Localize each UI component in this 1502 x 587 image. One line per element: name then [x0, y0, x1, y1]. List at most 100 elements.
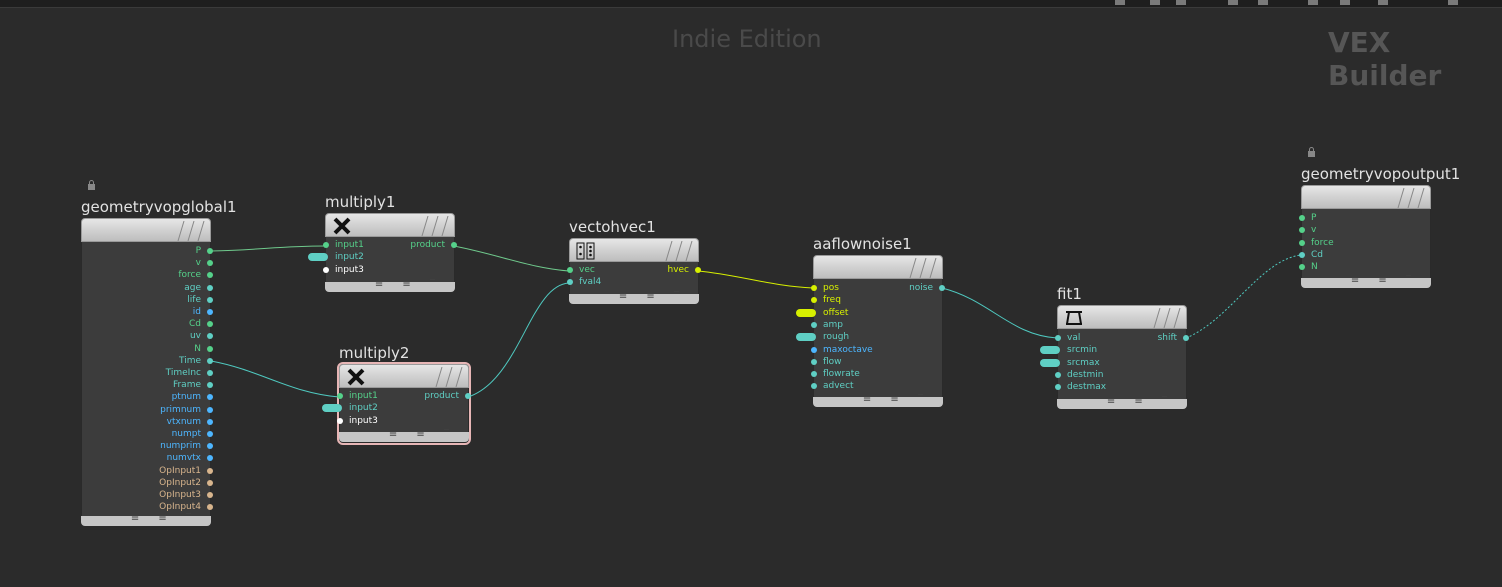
port-connector-dot[interactable] — [811, 346, 817, 353]
port-connector-dot[interactable] — [1299, 227, 1305, 234]
node-name[interactable]: multiply2 — [339, 344, 410, 362]
input-port[interactable]: input1 — [337, 390, 378, 402]
port-connector-dot[interactable] — [207, 479, 213, 486]
port-connector-dot[interactable] — [1299, 264, 1305, 271]
footer-menu-icons[interactable]: ≡ ≡ ‾ — [388, 429, 457, 440]
node-footer[interactable]: ≡ ≡ ‾ — [813, 394, 943, 407]
output-port[interactable]: ptnum — [172, 391, 213, 403]
port-connector-dot[interactable] — [337, 393, 343, 399]
port-connector-dot[interactable] — [207, 260, 213, 267]
node-footer[interactable]: ≡ ≡ ‾ — [1301, 275, 1431, 288]
output-port[interactable]: id — [193, 306, 213, 318]
port-connector-dot[interactable] — [207, 370, 213, 376]
port-connector-dot[interactable] — [1299, 251, 1305, 258]
port-connector-dot[interactable] — [939, 285, 945, 291]
input-port[interactable]: vec — [567, 264, 595, 276]
output-port[interactable]: OpInput3 — [159, 489, 213, 501]
node-footer[interactable]: ≡ ≡ ‾ — [339, 429, 469, 442]
toolbar-icon[interactable] — [1378, 0, 1388, 5]
node-name[interactable]: fit1 — [1057, 285, 1082, 303]
toolbar-icon[interactable] — [1308, 0, 1318, 5]
input-port[interactable]: input3 — [337, 415, 378, 427]
input-port[interactable]: N — [1299, 261, 1318, 273]
output-port[interactable]: Time — [179, 355, 213, 367]
port-connector-dot[interactable] — [207, 321, 213, 328]
toolbar-icon[interactable] — [1448, 0, 1458, 5]
port-connector-dot[interactable] — [207, 394, 213, 401]
input-port[interactable]: offset — [796, 307, 848, 319]
input-port[interactable]: freq — [811, 294, 841, 306]
node-name[interactable]: geometryvopoutput1 — [1301, 165, 1461, 183]
input-port[interactable]: destmin — [1055, 369, 1103, 381]
output-port[interactable]: hvec — [667, 264, 701, 276]
footer-menu-icons[interactable]: ≡ ≡ ‾ — [130, 513, 199, 524]
toolbar-icon[interactable] — [1228, 0, 1238, 5]
output-port[interactable]: vtxnum — [167, 416, 213, 428]
port-connector-dot[interactable] — [337, 417, 343, 424]
footer-menu-icons[interactable]: ≡ ≡ ‾ — [862, 394, 931, 405]
node-header[interactable] — [81, 218, 211, 242]
footer-menu-icons[interactable]: ≡ ≡ ‾ — [1106, 396, 1175, 407]
port-connector-dot[interactable] — [207, 248, 213, 254]
output-port[interactable]: noise — [909, 282, 945, 294]
port-connector-dot[interactable] — [207, 418, 213, 425]
node-name[interactable]: geometryvopglobal1 — [81, 198, 237, 216]
input-port[interactable]: rough — [796, 331, 849, 343]
port-connector-dot[interactable] — [207, 382, 213, 389]
port-value-pill[interactable] — [1040, 358, 1060, 367]
port-connector-dot[interactable] — [811, 383, 817, 390]
port-connector-dot[interactable] — [207, 296, 213, 303]
port-connector-dot[interactable] — [1055, 384, 1061, 391]
port-connector-dot[interactable] — [1299, 239, 1305, 246]
output-port[interactable]: product — [410, 239, 457, 251]
port-connector-dot[interactable] — [207, 272, 213, 279]
footer-menu-icons[interactable]: ≡ ≡ ‾ — [374, 279, 443, 290]
input-port[interactable]: srcmax — [1040, 357, 1100, 369]
footer-menu-icons[interactable]: ≡ ≡ ‾ — [1350, 275, 1419, 286]
output-port[interactable]: numprim — [160, 440, 213, 452]
port-connector-dot[interactable] — [323, 242, 329, 248]
port-connector-dot[interactable] — [811, 358, 817, 365]
output-port[interactable]: shift — [1158, 332, 1189, 344]
port-connector-dot[interactable] — [207, 333, 213, 340]
port-connector-dot[interactable] — [207, 357, 213, 364]
port-connector-dot[interactable] — [465, 393, 471, 399]
port-value-pill[interactable] — [322, 404, 342, 413]
port-connector-dot[interactable] — [811, 321, 817, 328]
output-port[interactable]: P — [196, 245, 213, 257]
node-footer[interactable]: ≡ ≡ ‾ — [81, 513, 211, 526]
output-port[interactable]: primnum — [160, 404, 213, 416]
port-connector-dot[interactable] — [207, 467, 213, 474]
port-value-pill[interactable] — [796, 333, 816, 342]
output-port[interactable]: Cd — [189, 318, 213, 330]
port-connector-dot[interactable] — [207, 431, 213, 437]
port-connector-dot[interactable] — [207, 443, 213, 450]
port-connector-dot[interactable] — [207, 504, 213, 511]
port-value-pill[interactable] — [308, 253, 328, 262]
output-port[interactable]: OpInput2 — [159, 477, 213, 489]
input-port[interactable]: advect — [811, 380, 854, 392]
node-header[interactable] — [813, 255, 943, 279]
port-connector-dot[interactable] — [1299, 215, 1305, 221]
output-port[interactable]: numpt — [172, 428, 213, 440]
node-header[interactable] — [325, 213, 455, 237]
output-port[interactable]: OpInput1 — [159, 465, 213, 477]
input-port[interactable]: Cd — [1299, 249, 1323, 261]
input-port[interactable]: pos — [811, 282, 839, 294]
input-port[interactable]: fval4 — [567, 276, 601, 288]
port-connector-dot[interactable] — [1183, 335, 1189, 341]
node-header[interactable] — [339, 364, 469, 388]
input-port[interactable]: P — [1299, 212, 1316, 224]
port-connector-dot[interactable] — [567, 279, 573, 285]
input-port[interactable]: flowrate — [811, 368, 860, 380]
output-port[interactable]: v — [196, 257, 213, 269]
output-port[interactable]: force — [178, 269, 213, 281]
output-port[interactable]: product — [424, 390, 471, 402]
port-value-pill[interactable] — [1040, 346, 1060, 355]
port-connector-dot[interactable] — [811, 371, 817, 378]
port-connector-dot[interactable] — [451, 242, 457, 248]
output-port[interactable]: Frame — [173, 379, 213, 391]
toolbar-icon[interactable] — [1258, 0, 1268, 5]
port-connector-dot[interactable] — [695, 267, 701, 273]
port-value-pill[interactable] — [796, 308, 816, 317]
